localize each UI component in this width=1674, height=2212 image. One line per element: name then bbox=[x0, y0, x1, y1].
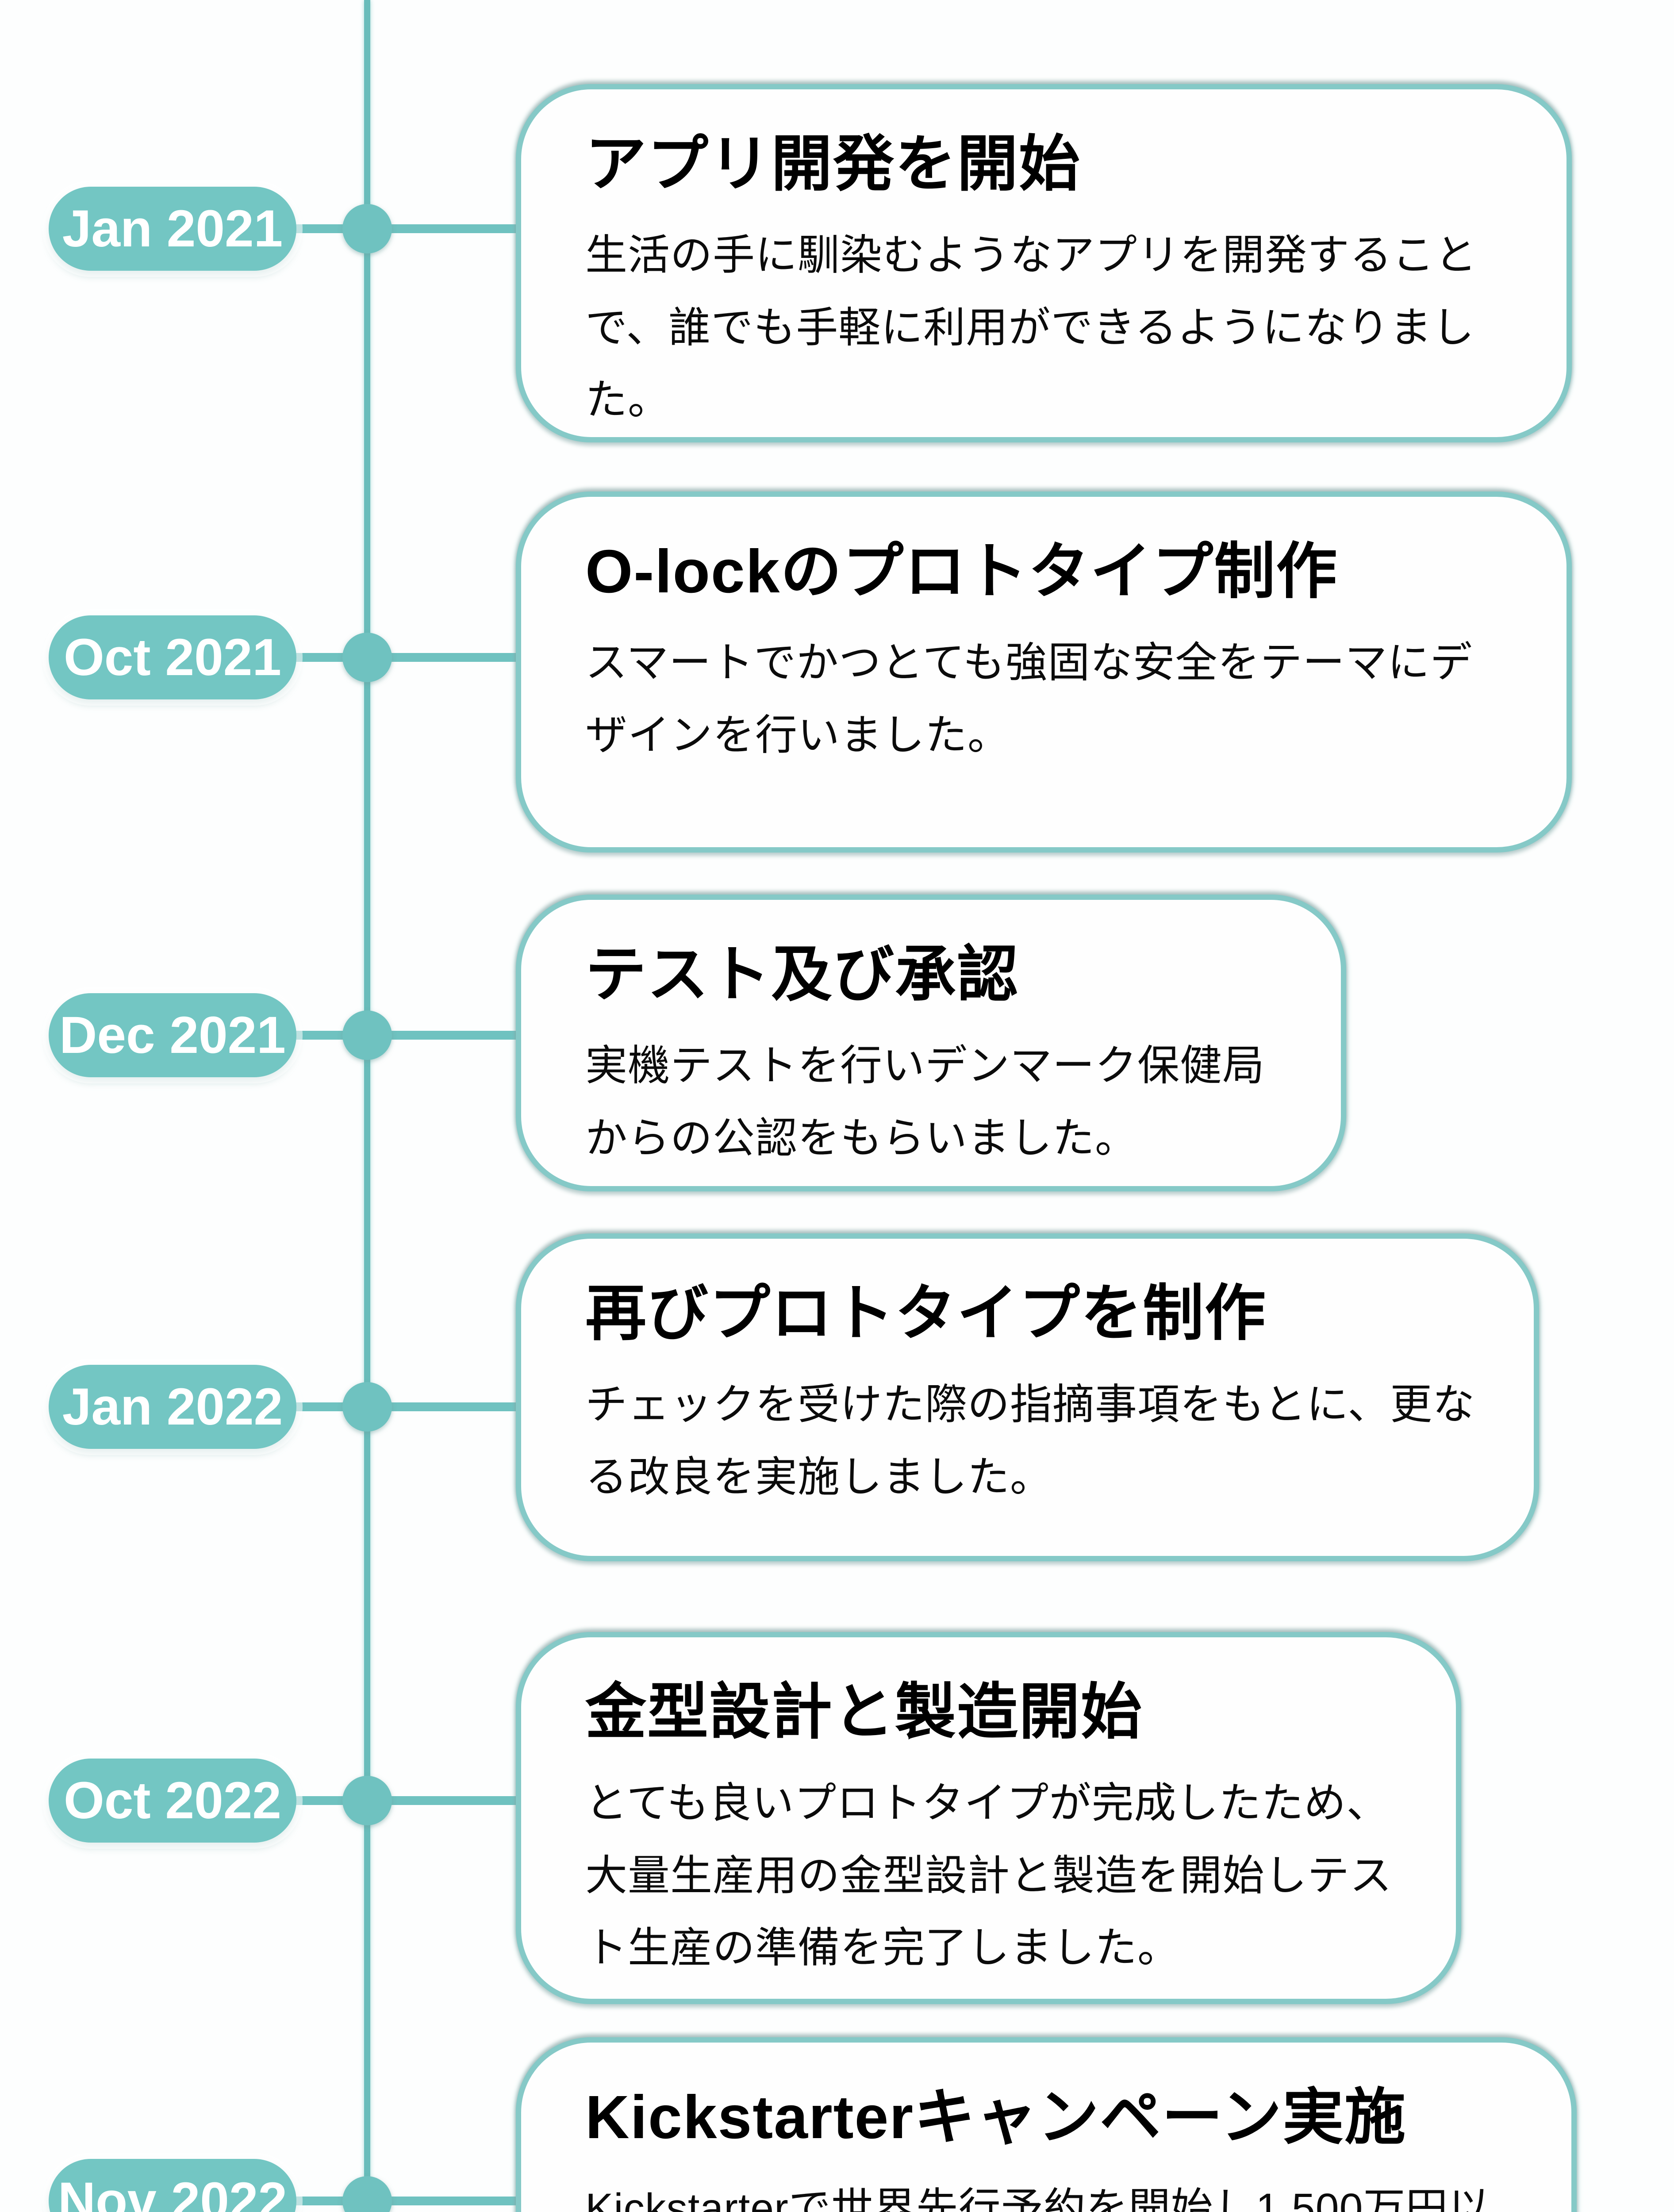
timeline-vertical-line bbox=[364, 0, 370, 2212]
connector-line bbox=[283, 2197, 524, 2205]
timeline-card: O-lockのプロトタイプ制作 スマートでかつとても強固な安全をテーマにデザイン… bbox=[516, 492, 1572, 853]
card-body: 実機テストを行いデンマーク保健局からの公認をもらいました。 bbox=[585, 1042, 1265, 1162]
date-pill: Dec 2021 bbox=[49, 993, 296, 1077]
timeline-card: テスト及び承認 実機テストを行いデンマーク保健局からの公認をもらいました。 bbox=[516, 895, 1346, 1191]
card-title: アプリ開発を開始 bbox=[585, 130, 1081, 198]
connector-line bbox=[283, 224, 524, 233]
card-title: テスト及び承認 bbox=[585, 941, 1019, 1009]
timeline-card: アプリ開発を開始 生活の手に馴染むようなアプリを開発することで、誰でも手軽に利用… bbox=[516, 84, 1572, 442]
card-title: 金型設計と製造開始 bbox=[585, 1678, 1143, 1746]
date-pill-label: Jan 2022 bbox=[62, 1378, 283, 1436]
card-body: スマートでかつとても強固な安全をテーマにデザインを行いました。 bbox=[585, 639, 1473, 759]
date-pill-label: Jan 2021 bbox=[62, 200, 283, 258]
timeline-dot bbox=[342, 1010, 392, 1060]
timeline-dot bbox=[342, 1382, 392, 1432]
date-pill-label: Oct 2022 bbox=[64, 1771, 281, 1830]
date-pill: Nov 2022 bbox=[49, 2159, 296, 2212]
date-pill-label: Nov 2022 bbox=[58, 2172, 288, 2212]
timeline-dot bbox=[342, 1776, 392, 1825]
connector-line bbox=[283, 1796, 524, 1805]
connector-line bbox=[283, 653, 524, 662]
timeline-dot bbox=[342, 633, 392, 682]
connector-line bbox=[283, 1402, 524, 1411]
card-title: O-lockのプロトタイプ制作 bbox=[585, 538, 1338, 606]
timeline-dot bbox=[342, 2176, 392, 2212]
card-body: 生活の手に馴染むようなアプリを開発することで、誰でも手軽に利用ができるようになり… bbox=[585, 232, 1478, 424]
timeline-dot bbox=[342, 204, 392, 253]
timeline-card: 再びプロトタイプを制作 チェックを受けた際の指摘事項をもとに、更なる改良を実施し… bbox=[516, 1233, 1539, 1561]
date-pill-label: Oct 2021 bbox=[64, 628, 281, 687]
date-pill: Jan 2021 bbox=[49, 187, 296, 271]
date-pill: Jan 2022 bbox=[49, 1365, 296, 1449]
timeline-card: Kickstarterキャンペーン実施 Kickstarterで世界先行予約を開… bbox=[516, 2037, 1577, 2212]
date-pill-label: Dec 2021 bbox=[59, 1006, 286, 1064]
card-body: チェックを受けた際の指摘事項をもとに、更なる改良を実施しました。 bbox=[585, 1381, 1475, 1501]
connector-line bbox=[283, 1031, 524, 1040]
card-title: 再びプロトタイプを制作 bbox=[585, 1279, 1267, 1348]
card-body: Kickstarterで世界先行予約を開始し1,500万円以上を調達しました。 bbox=[585, 2185, 1491, 2212]
card-title: Kickstarterキャンペーン実施 bbox=[585, 2083, 1407, 2151]
date-pill: Oct 2021 bbox=[49, 615, 296, 699]
date-pill: Oct 2022 bbox=[49, 1759, 296, 1843]
timeline-card: 金型設計と製造開始 とても良いプロトタイプが完成したため、大量生産用の金型設計と… bbox=[516, 1632, 1461, 2004]
card-body: とても良いプロトタイプが完成したため、大量生産用の金型設計と製造を開始しテスト生… bbox=[585, 1780, 1393, 1972]
